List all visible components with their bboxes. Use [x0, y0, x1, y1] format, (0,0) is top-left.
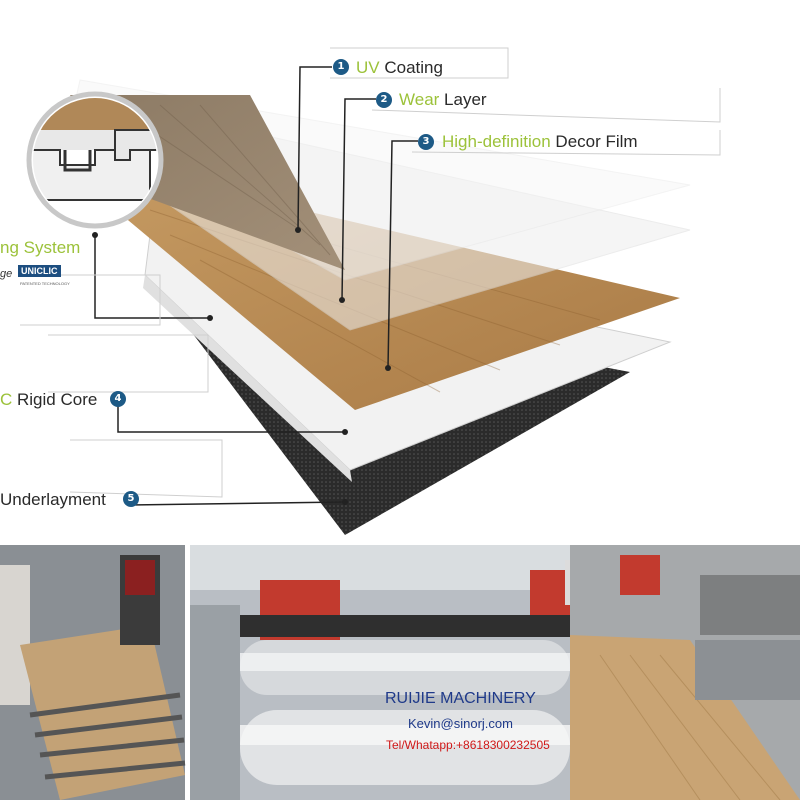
locking-detail-magnifier — [26, 91, 164, 229]
callout-rest: Decor Film — [550, 132, 638, 151]
callout-highlight: C — [0, 390, 13, 409]
callout-rest: Underlayment — [0, 490, 106, 509]
callout-number-badge: 3 — [418, 134, 434, 150]
callout-number-badge: 2 — [376, 92, 392, 108]
watermark-company: RUIJIE MACHINERY — [385, 690, 536, 707]
rigid-core-label: C Rigid Core — [0, 390, 97, 410]
uniclic-subtext: PATENTED TECHNOLOGY — [20, 281, 70, 286]
locking-system-label: ng System — [0, 238, 81, 257]
callout-highlight: High-definition — [442, 132, 551, 151]
callout-number-badge: 1 — [333, 59, 349, 75]
callout-rest: Coating — [379, 58, 443, 77]
locking-brand-prefix: ge — [0, 268, 13, 280]
photo-calender-rollers — [190, 545, 610, 800]
wear-layer-label: Wear Layer — [399, 90, 487, 110]
underlayment-label: Underlayment — [0, 490, 106, 510]
photo-finished-board — [570, 545, 800, 800]
factory-photos — [0, 545, 800, 800]
callout-highlight: Wear — [399, 90, 440, 109]
uniclic-logo: UNICLIC — [18, 265, 61, 277]
callout-number-badge: 5 — [123, 491, 139, 507]
watermark-email: Kevin@sinorj.com — [408, 716, 513, 731]
decor-film-label: High-definition Decor Film — [442, 132, 638, 152]
uv-coating-label: UV Coating — [356, 58, 443, 78]
callout-number-badge: 4 — [110, 391, 126, 407]
watermark-phone: Tel/Whatapp:+8618300232505 — [386, 738, 550, 752]
callout-rest: Rigid Core — [12, 390, 98, 409]
photo-production-line — [0, 545, 186, 800]
layers-illustration — [20, 47, 721, 535]
callout-highlight: UV — [356, 58, 380, 77]
callout-rest: Layer — [439, 90, 487, 109]
